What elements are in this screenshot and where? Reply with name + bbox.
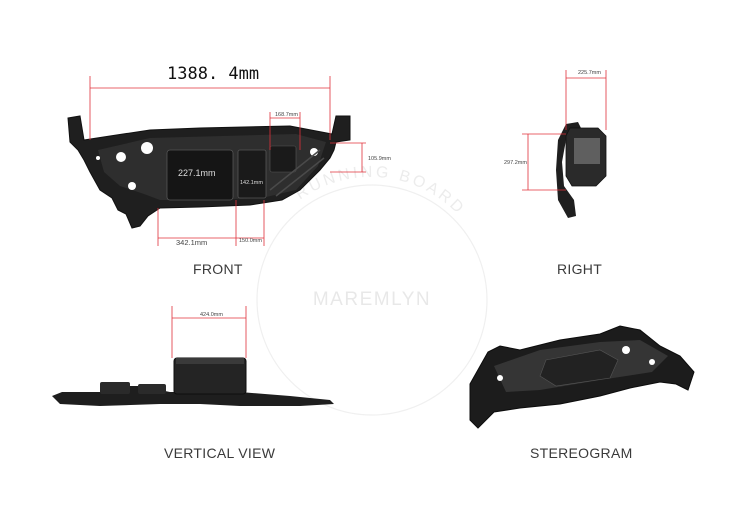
right-dimension-lines [522, 70, 607, 191]
front-hole-1 [116, 152, 126, 162]
vertical-view-part [52, 357, 334, 406]
front-dimension-lines [89, 76, 366, 246]
vertical-dimension-lines [171, 306, 247, 358]
watermark-center-text: MAREMLYN [313, 289, 431, 310]
front-box-small [269, 145, 297, 173]
top-offset-label: 168.7mm [275, 112, 298, 118]
watermark-ring-text: RUNNING BOARD [293, 164, 469, 219]
front-storage-box [166, 149, 234, 201]
right-part-plate [556, 122, 582, 218]
vertical-width-label: 424.0mm [200, 312, 223, 318]
front-rib [269, 149, 325, 197]
front-hole-3 [128, 182, 136, 190]
right-view-part [556, 122, 607, 218]
right-height-label: 297.2mm [504, 160, 527, 166]
vertical-view-label: VERTICAL VIEW [164, 445, 276, 461]
stereogram-hole-1 [622, 346, 630, 354]
front-hole-2 [141, 142, 153, 154]
vertical-small-2 [138, 384, 166, 394]
bottom-left-label: 342.1mm [176, 238, 207, 247]
overall-width-label: 1388. 4mm [167, 64, 260, 84]
vertical-box-top [176, 358, 244, 364]
watermark: MAREMLYN RUNNING BOARD [256, 164, 488, 416]
right-view-label: RIGHT [557, 261, 603, 277]
front-view-label: FRONT [193, 261, 243, 277]
right-part-face [574, 138, 600, 164]
vertical-small-1 [100, 382, 130, 394]
right-top-label: 225.7mm [578, 70, 601, 76]
stereogram-part [469, 325, 695, 429]
front-hole-5 [96, 156, 100, 160]
stereogram-view-label: STEREOGRAM [530, 445, 633, 461]
front-view-part [67, 115, 351, 229]
box-width-label: 227.1mm [178, 168, 216, 178]
side-height-label: 105.9mm [368, 156, 391, 162]
stereogram-box [539, 349, 619, 387]
box-right-label: 142.1mm [240, 180, 263, 186]
bottom-right-label: 150.0mm [239, 238, 262, 244]
stereogram-hole-2 [649, 359, 655, 365]
front-box-right [237, 149, 267, 199]
stereogram-hole-3 [497, 375, 503, 381]
